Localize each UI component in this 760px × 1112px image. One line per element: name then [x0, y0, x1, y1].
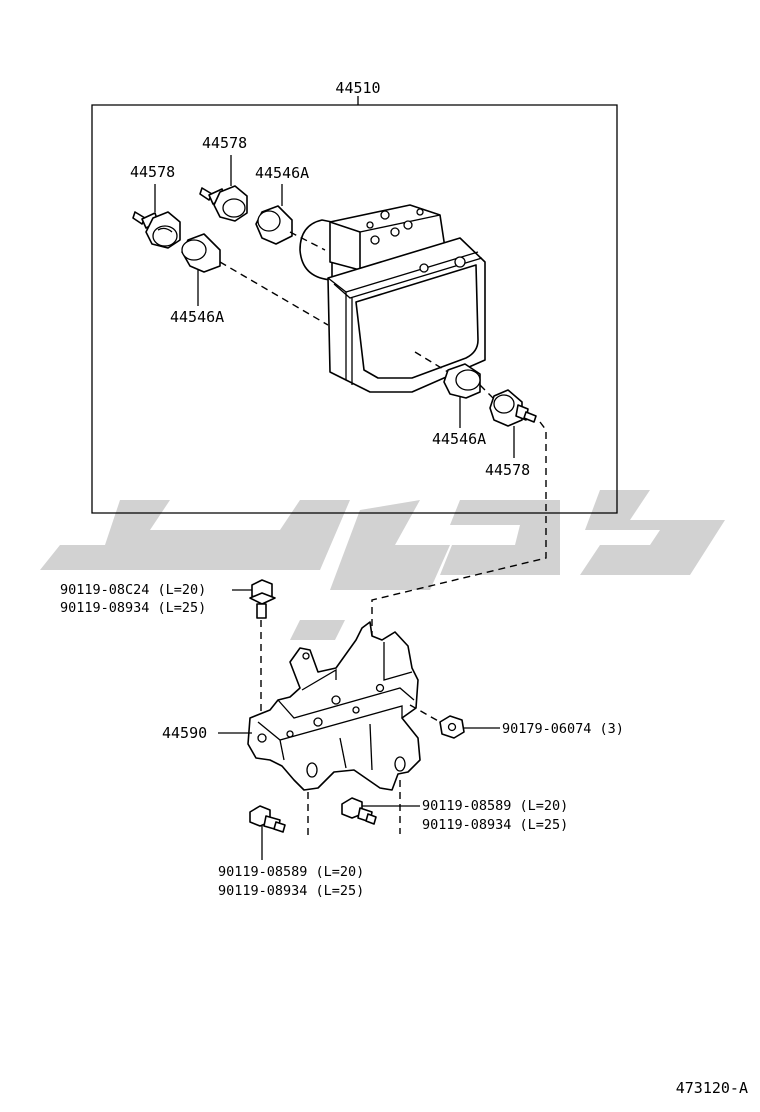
watermark-logo	[40, 490, 725, 640]
dash-cap-top	[289, 231, 326, 251]
label-bolt-right-2: 90119-08934 (L=25)	[422, 817, 568, 833]
label-sensor-right: 44578	[485, 461, 530, 479]
assembly-frame	[91, 104, 618, 514]
dash-cap-left	[219, 261, 329, 326]
speed-sensor-right	[489, 389, 537, 427]
dash-sensor-right	[479, 384, 496, 401]
cap-right	[443, 363, 481, 399]
bracket	[247, 621, 421, 791]
abs-actuator	[299, 204, 486, 393]
speed-sensor-top-left	[132, 211, 181, 249]
dash-route-bracket	[371, 421, 547, 668]
label-nut: 90179-06074 (3)	[502, 721, 624, 737]
label-cap-top: 44546A	[255, 164, 309, 182]
label-bolt-bottom-1: 90119-08589 (L=20)	[218, 864, 364, 880]
label-cap-left: 44546A	[170, 308, 224, 326]
cap-top	[255, 205, 293, 245]
label-bracket: 44590	[162, 724, 207, 742]
speed-sensor-top-mid	[199, 185, 248, 222]
label-bolt-bottom-2: 90119-08934 (L=25)	[218, 883, 364, 899]
cap-left	[181, 233, 221, 273]
bolt-top	[249, 579, 276, 619]
label-sensor-top-left: 44578	[130, 163, 175, 181]
label-bolt-top-2: 90119-08934 (L=25)	[60, 600, 206, 616]
nut	[439, 715, 465, 739]
bolt-bottom-right	[341, 797, 377, 825]
label-bolt-top-1: 90119-08C24 (L=20)	[60, 582, 206, 598]
label-sensor-top-mid: 44578	[202, 134, 247, 152]
assembly-label: 44510	[335, 79, 380, 97]
bolt-bottom-left	[249, 805, 286, 833]
dash-nut	[409, 704, 441, 723]
label-bolt-right-1: 90119-08589 (L=20)	[422, 798, 568, 814]
label-cap-right: 44546A	[432, 430, 486, 448]
dash-cap-right	[414, 351, 449, 373]
figure-id: 473120-A	[676, 1079, 748, 1097]
